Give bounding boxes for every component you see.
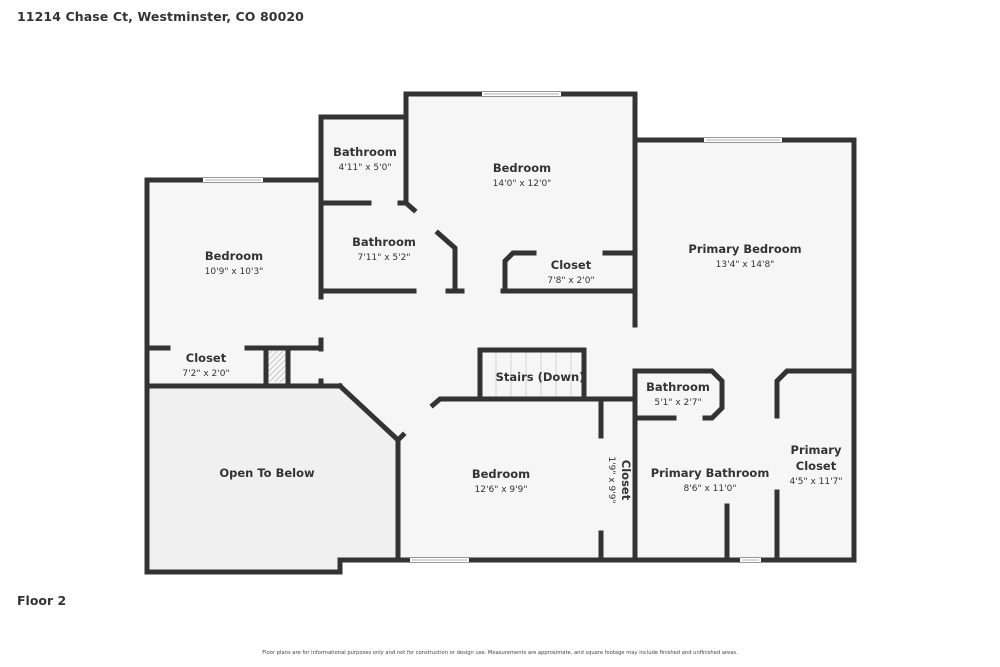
room-closet-top-dims: 7'8" x 2'0" [547, 276, 594, 286]
room-bathroom-mid-name: Bathroom [352, 235, 416, 249]
room-primary-closet-dims: 4'5" x 11'7" [790, 477, 843, 487]
room-bedroom-top-dims: 14'0" x 12'0" [493, 179, 552, 189]
room-primary-closet-name-2: Closet [796, 459, 837, 473]
floor-label: Floor 2 [17, 593, 67, 608]
room-primary-closet-name-1: Primary [791, 443, 842, 457]
room-bedroom-top-name: Bedroom [493, 161, 551, 175]
room-primary-bathroom-name: Primary Bathroom [651, 466, 770, 480]
room-bedroom-bottom-name: Bedroom [472, 467, 530, 481]
room-bathroom-small-dims: 4'11" x 5'0" [339, 163, 392, 173]
room-stairs-name: Stairs (Down) [496, 370, 585, 384]
room-open-to-below-name: Open To Below [219, 466, 315, 480]
room-labels: Bedroom 10'9" x 10'3" Closet 7'2" x 2'0"… [182, 145, 842, 504]
open-to-below-area [147, 386, 398, 572]
room-closet-top-name: Closet [551, 258, 592, 272]
room-bedroom-bottom-dims: 12'6" x 9'9" [475, 485, 528, 495]
room-primary-bathroom-dims: 8'6" x 11'0" [684, 484, 737, 494]
room-bathroom-mid-dims: 7'11" x 5'2" [358, 253, 411, 263]
windows [203, 92, 782, 562]
room-bedroom-left-dims: 10'9" x 10'3" [205, 267, 264, 277]
room-bedroom-left-name: Bedroom [205, 249, 263, 263]
room-bathroom-primary-small-name: Bathroom [646, 380, 710, 394]
room-closet-vertical-dims: 1'9" x 9'9" [606, 456, 616, 503]
hatched-chase [268, 351, 286, 382]
room-primary-bedroom-dims: 13'4" x 14'8" [716, 260, 775, 270]
room-bathroom-small-name: Bathroom [333, 145, 397, 159]
property-address: 11214 Chase Ct, Westminster, CO 80020 [17, 9, 304, 24]
stairs-treads [495, 352, 572, 397]
room-closet-left-name: Closet [186, 351, 227, 365]
room-closet-left-dims: 7'2" x 2'0" [182, 369, 229, 379]
room-primary-bedroom-name: Primary Bedroom [688, 242, 801, 256]
room-bathroom-primary-small-dims: 5'1" x 2'7" [654, 398, 701, 408]
floor-fills [147, 94, 854, 572]
room-closet-vertical-name: Closet [619, 460, 633, 501]
disclaimer-text: Floor plans are for informational purpos… [262, 650, 738, 656]
